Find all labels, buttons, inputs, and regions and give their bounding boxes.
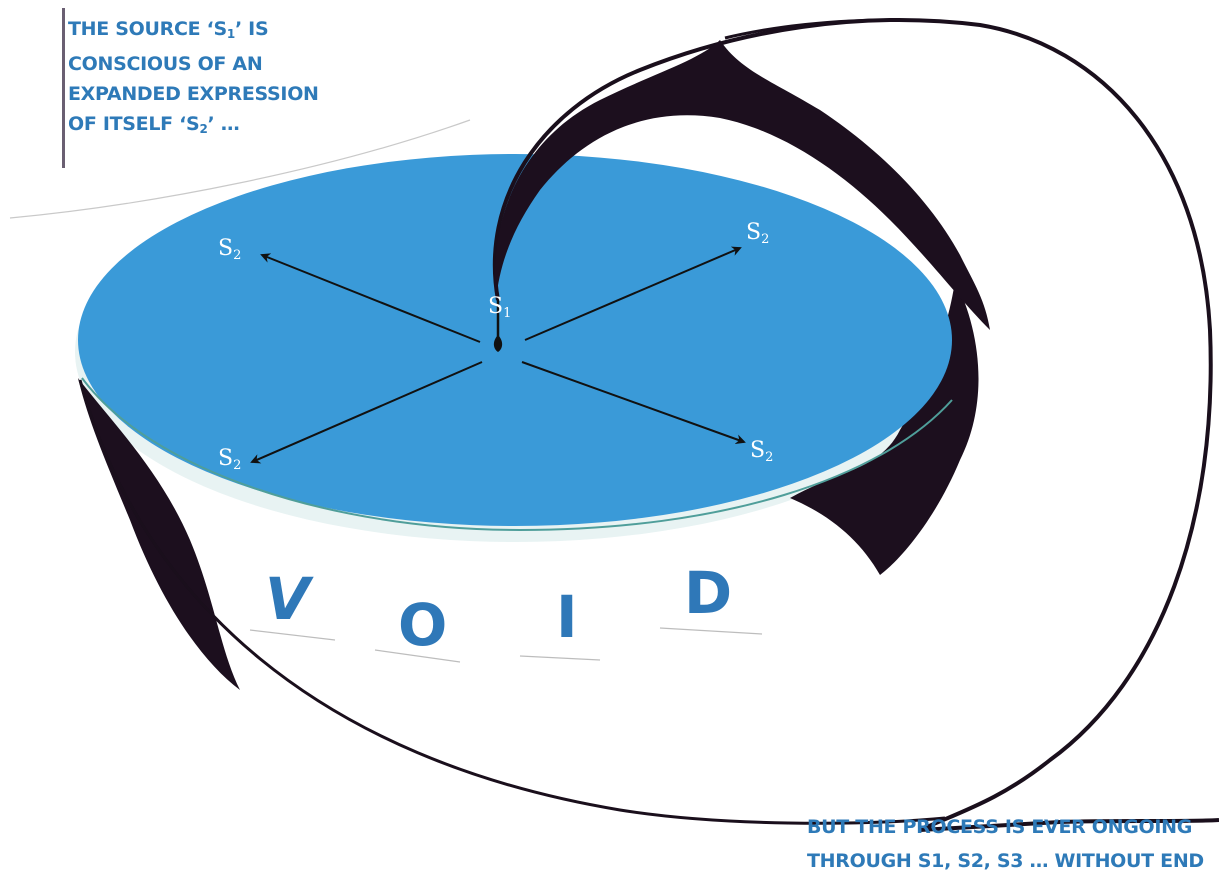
- void-letter-d: D: [684, 564, 732, 622]
- void-letter-o: O: [398, 596, 447, 654]
- node-s2-upper-left: S2: [218, 238, 241, 267]
- node-s2-lower-left: S2: [218, 448, 241, 477]
- bottom-caption-line-2: THROUGH S1, S2, S3 … WITHOUT END: [807, 846, 1219, 876]
- void-underline-3: [520, 656, 600, 660]
- bottom-caption: BUT THE PROCESS IS EVER ONGOING THROUGH …: [807, 812, 1219, 876]
- void-underline-4: [660, 628, 762, 634]
- bottom-caption-line-1: BUT THE PROCESS IS EVER ONGOING: [807, 812, 1219, 842]
- node-s2-lower-right: S2: [750, 440, 773, 469]
- void-letter-i: I: [556, 588, 578, 646]
- void-letter-v: V: [265, 570, 310, 628]
- node-s2-upper-right: S2: [746, 222, 769, 251]
- node-s1: S1: [488, 296, 511, 325]
